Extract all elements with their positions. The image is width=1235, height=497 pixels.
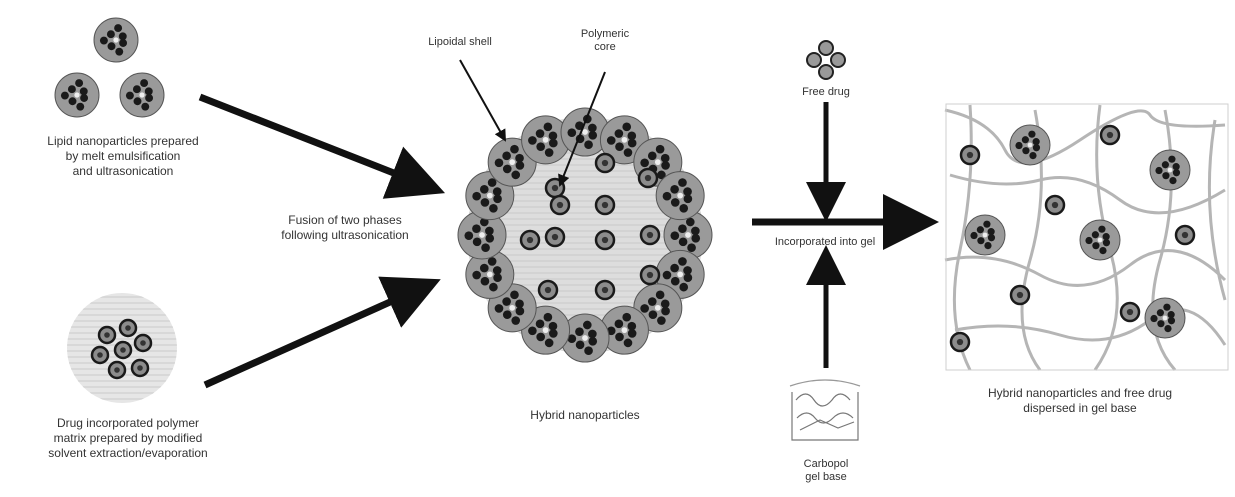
polymeric-core-particle (596, 231, 614, 249)
gel-hybrid-particle (965, 215, 1005, 255)
polymer-particle (120, 320, 136, 336)
lipid-shell-particle (656, 172, 704, 220)
polymeric-core-particle (641, 266, 659, 284)
carbopol-label: Carbopol gel base (776, 458, 876, 484)
polymer-particle (109, 362, 125, 378)
gel-free-drug (1121, 303, 1139, 321)
polymer-particle (92, 347, 108, 363)
polymeric-core-particle (596, 154, 614, 172)
carbopol-gel-icon (790, 380, 860, 440)
fusion-label: Fusion of two phases following ultrasoni… (240, 213, 450, 243)
gel-free-drug (1046, 196, 1064, 214)
polymeric-core-particle (641, 226, 659, 244)
gel-strand (1209, 120, 1225, 300)
arrow-polymer-to-hybrid (205, 285, 428, 385)
drug-atom (807, 53, 821, 67)
incorporated-gel-label: Incorporated into gel (745, 236, 905, 249)
gel-hybrid-particle (1145, 298, 1185, 338)
lipid-nanoparticle (94, 18, 138, 62)
gel-hybrid-particle (1150, 150, 1190, 190)
gel-hybrid-particle (1080, 220, 1120, 260)
lipoidal-shell-pointer (460, 60, 505, 140)
hybrid-nanoparticle-icon (458, 108, 712, 362)
polymeric-core-particle (596, 196, 614, 214)
gel-network-icon (945, 104, 1228, 370)
polymer-particle (99, 327, 115, 343)
polymer-matrix-icon (67, 293, 177, 403)
drug-atom (819, 41, 833, 55)
hybrid-nanoparticles-label: Hybrid nanoparticles (495, 408, 675, 423)
free-drug-label: Free drug (776, 86, 876, 99)
gel-free-drug (1011, 286, 1029, 304)
polymeric-core-particle (521, 231, 539, 249)
drug-atom (819, 65, 833, 79)
polymeric-core-label: Polymeric core (560, 28, 650, 54)
polymeric-core-particle (551, 196, 569, 214)
polymer-particle (135, 335, 151, 351)
gel-free-drug (1101, 126, 1119, 144)
drug-atom (831, 53, 845, 67)
lipoidal-shell-label: Lipoidal shell (400, 36, 520, 49)
polymeric-core-particle (639, 169, 657, 187)
polymeric-core-particle (546, 228, 564, 246)
lipid-nanoparticles-label: Lipid nanoparticles prepared by melt emu… (8, 134, 238, 179)
lipid-nanoparticle (120, 73, 164, 117)
polymer-matrix-label: Drug incorporated polymer matrix prepare… (8, 416, 248, 461)
gel-hybrid-particle (1010, 125, 1050, 165)
free-drug-icon (807, 41, 845, 79)
gel-free-drug (951, 333, 969, 351)
lipid-nanoparticle (55, 73, 99, 117)
polymer-particle (132, 360, 148, 376)
hybrid-gel-label: Hybrid nanoparticles and free drug dispe… (930, 386, 1230, 416)
polymeric-core-particle (596, 281, 614, 299)
polymer-particle (115, 342, 131, 358)
lipid-nanoparticles-icon (55, 18, 164, 117)
gel-free-drug (1176, 226, 1194, 244)
polymeric-core-particle (539, 281, 557, 299)
gel-strand (945, 251, 1225, 286)
gel-free-drug (961, 146, 979, 164)
